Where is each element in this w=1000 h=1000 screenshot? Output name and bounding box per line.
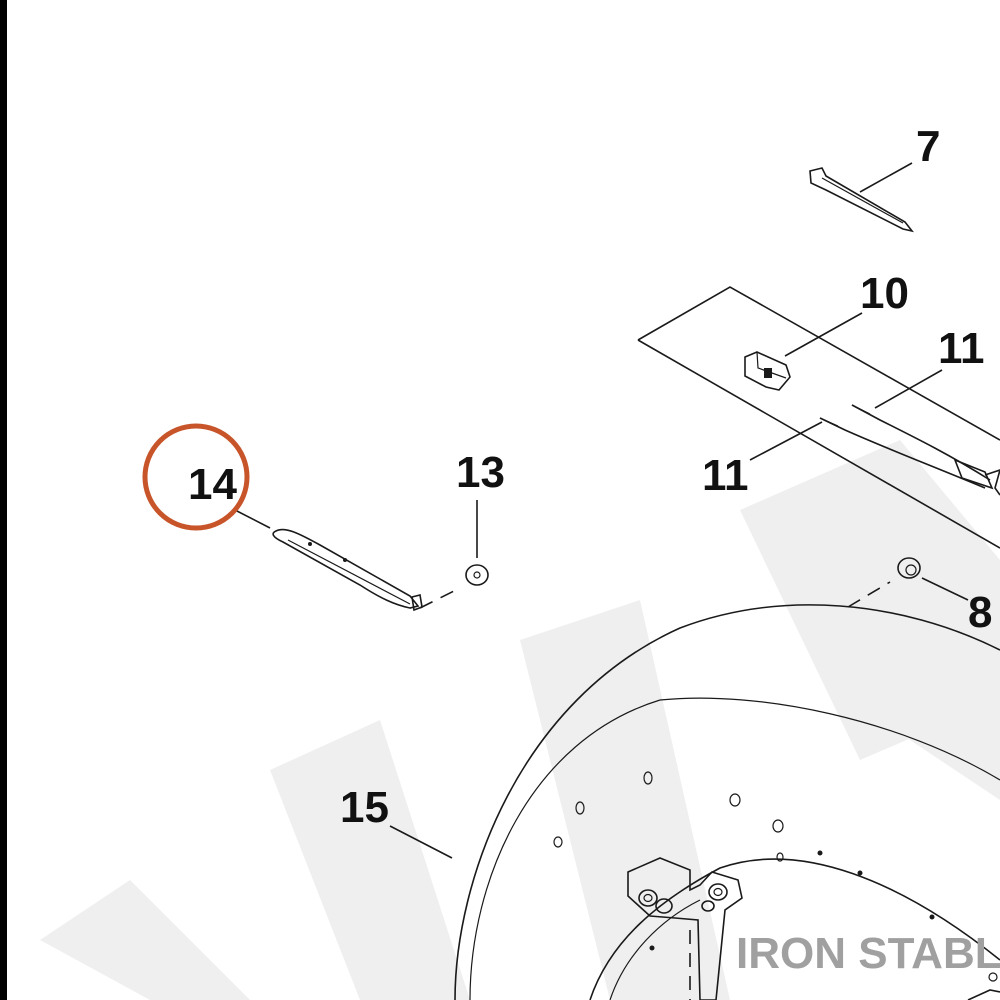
cable-tie-part: [809, 162, 914, 233]
trim-strip-part: [234, 509, 423, 612]
grommet-part: [847, 557, 969, 608]
callout-15: 15: [340, 783, 389, 832]
watermark: [40, 440, 1000, 1000]
callout-8: 8: [968, 588, 992, 637]
wire-leads-part: [749, 369, 1000, 496]
callout-14: 14: [188, 460, 237, 509]
brand-watermark: IRON STABLE: [736, 929, 1000, 978]
callout-11-upper: 11: [938, 324, 985, 373]
washer-part: [419, 500, 489, 609]
callout-13: 13: [456, 448, 505, 497]
connector-part: [744, 312, 863, 391]
left-border-bar: [0, 0, 7, 1000]
fender-part: [389, 604, 1000, 1000]
highlight-ring: [142, 423, 250, 531]
callout-7: 7: [916, 122, 940, 171]
callout-10: 10: [860, 269, 909, 318]
callout-11-lower: 11: [702, 451, 749, 500]
